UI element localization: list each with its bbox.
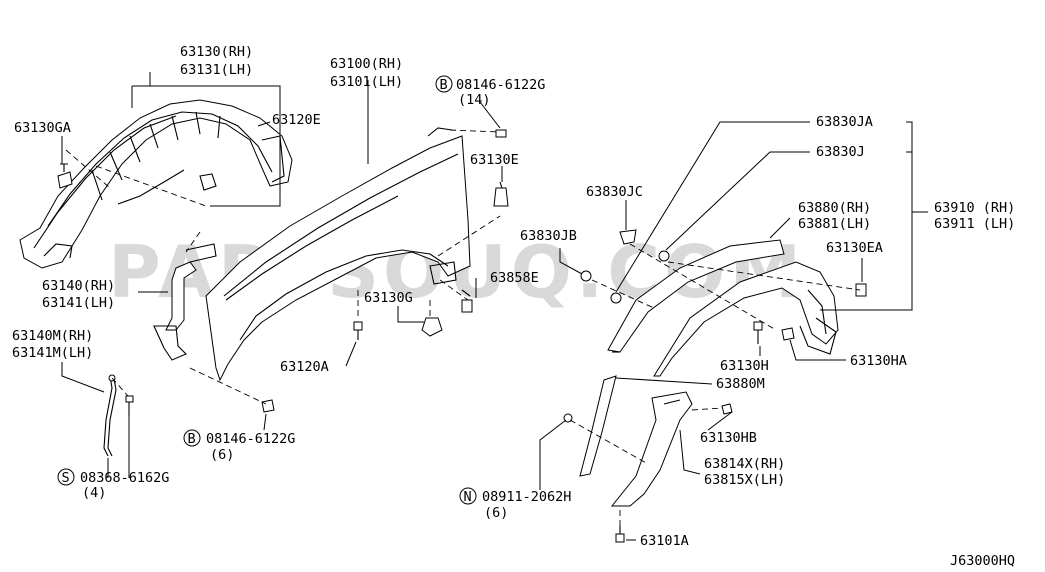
moulding-63880m[interactable] [579,375,617,477]
label-63858e: 63858E [490,270,539,286]
svg-text:B: B [440,77,448,93]
svg-text:B: B [188,431,196,447]
label-63830j: 63830J [816,144,865,160]
label-63101a: 63101A [640,533,689,549]
label-63910: 63910 (RH) [934,200,1015,216]
svg-text:N: N [464,489,472,505]
fender-bracket[interactable] [153,243,217,361]
label-08911-qty: (6) [484,505,508,521]
circle-b-bottom: B [183,429,201,447]
flare-clip-63830j[interactable] [658,250,670,262]
circle-b-top: B [435,75,453,93]
label-63830jc: 63830JC [586,184,643,200]
screw-63130h[interactable] [753,321,763,344]
label-63130hb: 63130HB [700,430,757,446]
assembly-dashes [65,129,861,526]
svg-text:S: S [62,470,70,486]
label-63911: 63911 (LH) [934,216,1015,232]
label-08146-top-qty: (14) [458,92,491,108]
label-63130g: 63130G [364,290,413,306]
front-fender[interactable] [205,127,471,382]
screw-63101a[interactable] [615,526,625,543]
label-63881: 63881(LH) [798,216,871,232]
label-63130e: 63130E [470,152,519,168]
bolt-08146-bottom[interactable] [261,399,275,413]
circle-n: N [459,487,477,505]
label-08368-qty: (4) [82,485,106,501]
label-63101: 63101(LH) [330,74,403,90]
label-63141m: 63141M(LH) [12,345,93,361]
clip-63130e[interactable] [493,181,509,207]
part-labels: 63130(RH) 63131(LH) 63100(RH) 63101(LH) … [12,44,1015,569]
mud-guard[interactable] [610,391,693,507]
label-63140: 63140(RH) [42,278,115,294]
flare-clip-63830jb[interactable] [580,270,592,282]
label-63130h: 63130H [720,358,769,374]
screw-63130ha[interactable] [781,327,795,341]
clip-63130g[interactable] [421,317,443,337]
label-08911: 08911-2062H [482,489,571,505]
clip-63130ga[interactable] [57,163,73,189]
label-63130ea: 63130EA [826,240,883,256]
label-63830ja: 63830JA [816,114,873,130]
wheel-house-liner[interactable] [19,99,293,269]
clip-63858e[interactable] [461,289,473,313]
label-08146-bottom: 08146-6122G [206,431,295,447]
screw-63120a[interactable] [353,321,363,340]
label-63880: 63880(RH) [798,200,871,216]
bolt-08368[interactable] [125,395,134,416]
label-63141: 63141(LH) [42,295,115,311]
fender-stay[interactable] [103,374,117,457]
label-63815x: 63815X(LH) [704,472,785,488]
label-63130ha: 63130HA [850,353,907,369]
bolt-08146-top[interactable] [495,129,507,138]
flare-clip-63830ja[interactable] [610,292,622,304]
label-63140m: 63140M(RH) [12,328,93,344]
label-63120a: 63120A [280,359,329,375]
label-63130ga: 63130GA [14,120,71,136]
label-63100: 63100(RH) [330,56,403,72]
diagram-code: J63000HQ [950,553,1015,569]
label-63880m: 63880M [716,376,765,392]
screw-63130hb[interactable] [721,403,733,415]
flare-clip-63830jc[interactable] [619,229,637,245]
clip-63130ea[interactable] [855,283,867,297]
label-63131: 63131(LH) [180,62,253,78]
label-63814x: 63814X(RH) [704,456,785,472]
fender-flare-moulding[interactable] [607,239,785,353]
circle-s: S [57,468,75,486]
fender-flare[interactable] [653,261,839,377]
leader-lines [61,72,928,541]
label-63130: 63130(RH) [180,44,253,60]
label-08146-top: 08146-6122G [456,77,545,93]
label-08146-bottom-qty: (6) [210,447,234,463]
label-08368: 08368-6162G [80,470,169,486]
label-63830jb: 63830JB [520,228,577,244]
label-63120e: 63120E [272,112,321,128]
